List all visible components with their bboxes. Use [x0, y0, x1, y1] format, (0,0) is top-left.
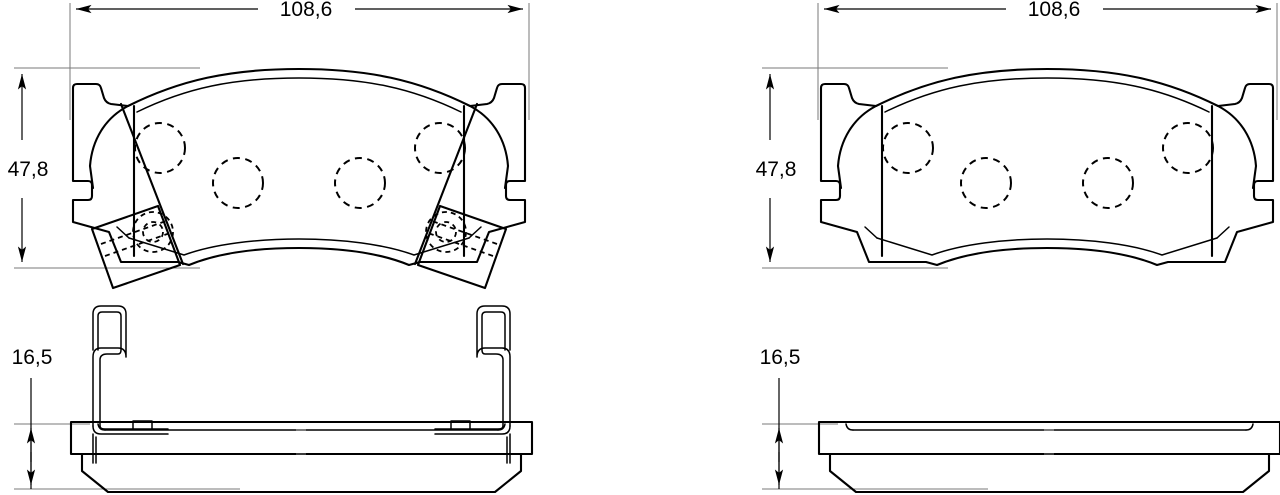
right-side-center-marks: [1044, 429, 1054, 455]
right-pad-body-outline: [819, 67, 1275, 267]
left-pad-hidden-holes: [132, 122, 467, 253]
left-width-dimension-label: 108,6: [280, 0, 333, 21]
hidden-hole: [132, 211, 174, 253]
right-side-friction-block: [828, 452, 1271, 494]
hidden-hole: [960, 157, 1012, 209]
left-side-view: 16,5: [12, 305, 534, 494]
left-pad-angled-tab-left: [90, 204, 182, 290]
hidden-hole: [882, 122, 934, 174]
hidden-hole-inner: [435, 221, 457, 243]
left-side-center-marks: [296, 429, 306, 455]
left-thickness-dimension-label: 16,5: [12, 346, 53, 369]
right-front-extension-lines: [762, 3, 1278, 269]
hidden-hole-inner: [142, 221, 164, 243]
right-side-extension-lines: [762, 423, 988, 490]
left-spring-clip-2: [434, 305, 511, 464]
left-height-dimension-label: 47,8: [8, 158, 49, 181]
right-pad-friction-edges: [880, 104, 1214, 258]
left-spring-clip-1: [92, 305, 169, 464]
left-thickness-dimension: 16,5: [12, 346, 53, 489]
right-side-backing-plate: [817, 420, 1280, 456]
left-pad-angled-tab-right: [416, 204, 508, 290]
right-pad-hidden-holes: [882, 122, 1214, 209]
hidden-hole: [212, 157, 264, 209]
hidden-hole: [1162, 122, 1214, 174]
right-pad-flank-lines: [836, 104, 1258, 190]
left-width-dimension: 108,6: [76, 0, 523, 21]
hidden-hole: [134, 122, 186, 174]
hidden-hole: [414, 122, 466, 174]
right-front-view: 108,6 47,8: [756, 0, 1278, 269]
left-side-extension-lines: [14, 423, 240, 490]
left-side-backing-plate: [69, 420, 534, 456]
hidden-hole: [425, 211, 467, 253]
right-pad-inner-contour: [864, 77, 1230, 256]
right-thickness-dimension-label: 16,5: [760, 346, 801, 369]
right-height-dimension-label: 47,8: [756, 158, 797, 181]
right-height-dimension: 47,8: [756, 74, 797, 262]
left-pad-friction-edges: [132, 104, 466, 258]
left-height-dimension: 47,8: [8, 74, 49, 262]
right-width-dimension: 108,6: [824, 0, 1271, 21]
left-front-view: 108,6 47,8: [8, 0, 530, 290]
left-pad-flank-lines: [88, 104, 510, 190]
right-width-dimension-label: 108,6: [1028, 0, 1081, 21]
left-pad-inner-contour: [116, 77, 482, 256]
left-pad-body-outline: [71, 67, 527, 267]
hidden-hole: [334, 157, 386, 209]
left-pad-tab-leaders: [119, 102, 479, 266]
hidden-hole: [1082, 157, 1134, 209]
right-side-view: 16,5: [760, 346, 1280, 494]
right-thickness-dimension: 16,5: [760, 346, 801, 489]
left-side-friction-block: [80, 452, 523, 494]
